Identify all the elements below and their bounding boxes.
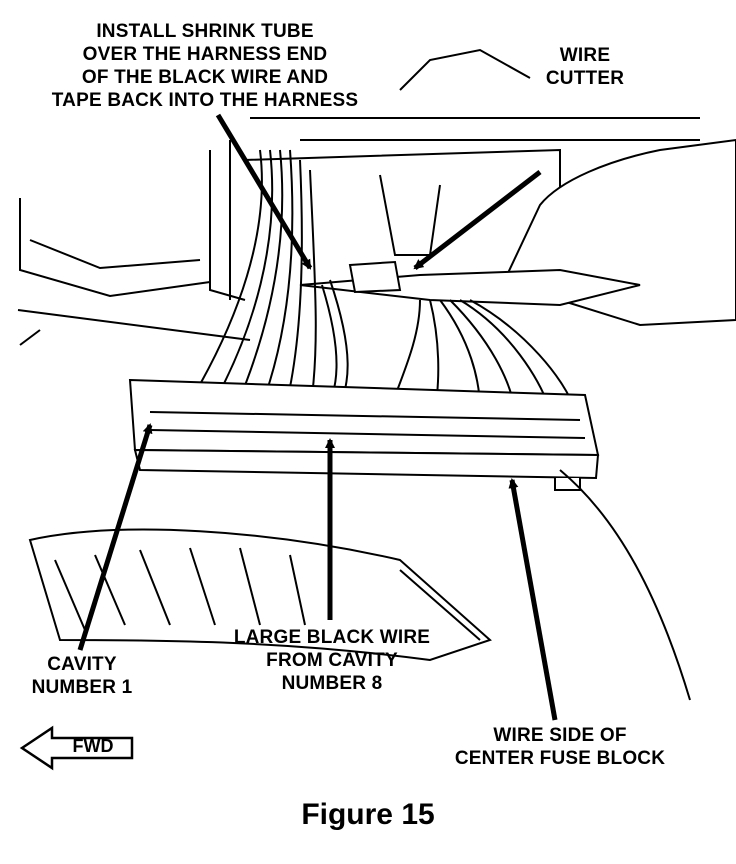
center-fuse-block bbox=[128, 378, 600, 491]
callout-cavity-1: CAVITY NUMBER 1 bbox=[31, 654, 133, 698]
arrow-cavity-1 bbox=[77, 423, 153, 651]
callout-wire-side: WIRE SIDE OF CENTER FUSE BLOCK bbox=[454, 725, 666, 769]
fwd-label: FWD bbox=[72, 736, 114, 756]
leader-arrows bbox=[77, 113, 558, 721]
dashboard-panel bbox=[17, 48, 700, 346]
callout-large-black-wire: LARGE BLACK WIRE FROM CAVITY NUMBER 8 bbox=[233, 627, 431, 694]
arrow-shrink-tube bbox=[215, 113, 313, 270]
fwd-arrow-icon bbox=[19, 725, 134, 771]
figure-title: Figure 15 bbox=[301, 798, 435, 831]
hand-with-cutter bbox=[299, 138, 736, 327]
callout-shrink-tube: INSTALL SHRINK TUBE OVER THE HARNESS END… bbox=[51, 21, 359, 111]
floor-mat bbox=[28, 469, 691, 701]
callout-wire-cutter: WIRE CUTTER bbox=[545, 45, 625, 89]
arrow-wire-side bbox=[508, 478, 558, 721]
arrow-wire-cutter bbox=[413, 170, 542, 270]
